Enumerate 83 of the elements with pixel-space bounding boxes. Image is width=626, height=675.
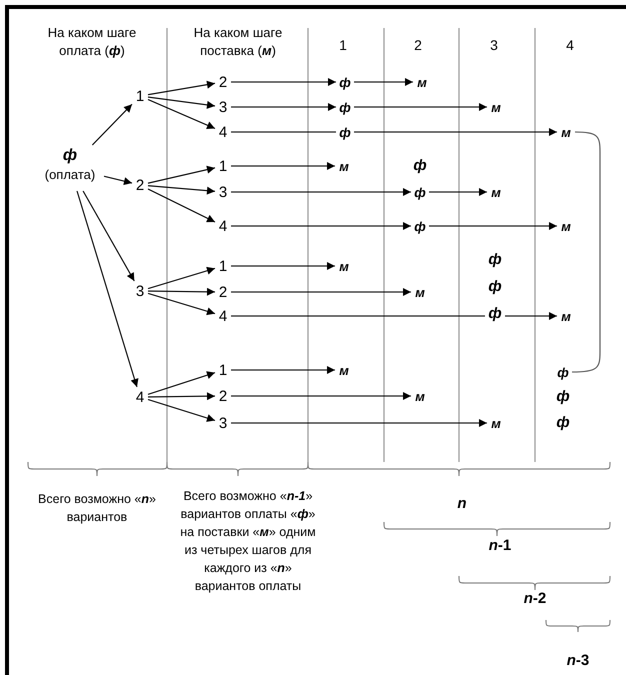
- step-mark: м: [489, 414, 503, 432]
- step-mark: м: [337, 157, 351, 175]
- step-mark: м: [559, 307, 573, 325]
- step-mark: м: [489, 183, 503, 201]
- arrow: [148, 166, 216, 184]
- arrow: [148, 96, 216, 109]
- arrow: [231, 262, 335, 270]
- step-mark: ф: [338, 123, 352, 141]
- step-number: 4: [565, 36, 575, 55]
- step-mark: ф: [413, 217, 427, 235]
- arrow: [148, 288, 215, 296]
- arrow: [148, 371, 216, 395]
- count-label: n-1: [488, 536, 512, 556]
- arrow: [231, 312, 557, 320]
- payment-mark: ф: [62, 146, 78, 166]
- column-header: На каком шаге поставка (м): [192, 24, 284, 60]
- step-mark: м: [413, 387, 427, 405]
- arrow: [82, 190, 135, 282]
- arrow: [231, 366, 335, 374]
- step-number: 2: [134, 176, 146, 194]
- step-number: 3: [217, 183, 229, 201]
- arrow: [231, 222, 411, 230]
- step-mark: м: [489, 98, 503, 116]
- arrow: [231, 392, 411, 400]
- step-number: 1: [217, 257, 229, 275]
- arrow: [92, 104, 132, 146]
- step-number: 1: [217, 361, 229, 379]
- step-number: 4: [217, 217, 229, 235]
- step-mark: ф: [413, 183, 427, 201]
- arrow: [148, 398, 216, 422]
- step-mark: м: [337, 257, 351, 275]
- arrow: [354, 128, 557, 136]
- arrow: [354, 78, 413, 86]
- node-caption: (оплата): [44, 166, 96, 184]
- arrow: [429, 222, 557, 230]
- step-mark: м: [559, 217, 573, 235]
- step-number: 3: [489, 36, 499, 55]
- count-label: n-2: [522, 589, 548, 609]
- step-number: 4: [217, 307, 229, 325]
- arrow: [231, 188, 411, 196]
- step-number: 4: [217, 123, 229, 141]
- arrow: [148, 80, 216, 96]
- arrow: [148, 188, 216, 223]
- step-mark: м: [559, 123, 573, 141]
- step-number: 1: [134, 87, 146, 105]
- arrow: [231, 419, 487, 427]
- summary-note: Всего возможно «n» вариантов: [37, 491, 157, 526]
- step-number: 2: [217, 387, 229, 405]
- arrow: [148, 266, 216, 290]
- step-mark: м: [337, 361, 351, 379]
- connector-line: [231, 131, 336, 133]
- arrow: [104, 176, 132, 186]
- step-mark: м: [415, 73, 429, 91]
- step-number: 3: [217, 98, 229, 116]
- arrow: [76, 190, 138, 388]
- arrow: [231, 288, 411, 296]
- arrow: [231, 162, 335, 170]
- arrow: [148, 98, 216, 130]
- arrow: [148, 185, 216, 195]
- count-label: n-3: [566, 651, 590, 671]
- step-number: 1: [217, 157, 229, 175]
- arrow: [148, 392, 215, 400]
- step-number: 2: [217, 73, 229, 91]
- step-number: 2: [413, 36, 423, 55]
- arrow: [231, 78, 336, 86]
- step-number: 4: [134, 388, 146, 406]
- column-header: На каком шаге оплата (ф): [46, 24, 138, 60]
- arrow: [148, 292, 216, 316]
- arrow: [231, 103, 336, 111]
- step-number: 3: [217, 414, 229, 432]
- step-mark: ф: [338, 98, 352, 116]
- step-mark: ф: [338, 73, 352, 91]
- step-mark: м: [413, 283, 427, 301]
- count-label: n: [456, 494, 468, 514]
- step-mark: ф: [556, 363, 570, 381]
- step-number: 1: [338, 36, 348, 55]
- curved-connector: [572, 131, 601, 373]
- step-number: 3: [134, 282, 146, 300]
- step-number: 2: [217, 283, 229, 301]
- summary-note: Всего возможно «n-1» вариантов оплаты «ф» на поставки «м» одним из четырех шагов для каждого из «n» вариантов оплаты: [179, 488, 317, 595]
- arrow: [354, 103, 487, 111]
- arrow: [429, 188, 487, 196]
- payment-mark: ф: [485, 305, 505, 323]
